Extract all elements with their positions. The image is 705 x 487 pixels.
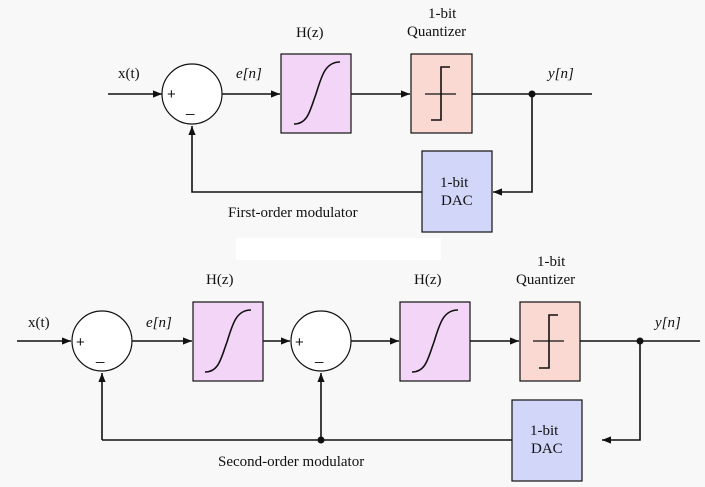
fo-dac-label-2: DAC [441,193,473,209]
fo-quantizer-label-1: 1-bit [428,6,457,22]
fo-input-label: x(t) [118,66,140,82]
fo-filter-label: H(z) [296,25,323,41]
fo-error-label: e[n] [236,66,262,82]
so-feedback-node [317,436,325,444]
so-output-label: y[n] [653,315,681,331]
first-order-modulator: x(t) + _ e[n] H(z) 1-bit Quantizer y[n] … [108,6,592,233]
so-caption: Second-order modulator [218,454,364,470]
second-order-modulator: x(t) + _ e[n] H(z) + _ H(z) 1-bit Quanti… [17,254,700,482]
so-filter1-block [192,301,264,382]
fo-minus-sign: _ [185,99,195,116]
so-dac-label-1: 1-bit [530,423,559,439]
so-plus-sign-2: + [295,334,304,351]
blank-bar [236,238,441,260]
so-quantizer-label-2: Quantizer [516,272,575,288]
so-error-label: e[n] [146,315,172,331]
so-quantizer-label-1: 1-bit [537,254,566,270]
so-filter2-label: H(z) [414,272,441,288]
so-input-label: x(t) [28,315,50,331]
fo-dac-to-sum-arrow [188,126,422,193]
so-dac-block [511,399,583,482]
fo-plus-sign: + [167,86,176,103]
fo-output-label: y[n] [546,66,574,82]
so-plus-sign-1: + [76,334,85,351]
fo-quantizer-label-2: Quantizer [407,24,466,40]
fo-dac-block [421,150,493,233]
so-feedback-to-dac-arrow [602,341,641,444]
fo-feedback-to-dac-arrow [493,94,533,196]
fo-filter-curve-icon [293,61,341,125]
fo-dac-label-1: 1-bit [440,175,469,191]
so-dac-label-2: DAC [531,441,563,457]
so-filter2-curve-icon [411,309,459,373]
fo-caption: First-order modulator [228,205,358,221]
so-minus-sign-1: _ [95,347,105,364]
so-filter1-curve-icon [204,309,252,373]
so-filter2-block [399,301,471,382]
so-minus-sign-2: _ [314,347,324,364]
so-filter1-label: H(z) [206,272,233,288]
